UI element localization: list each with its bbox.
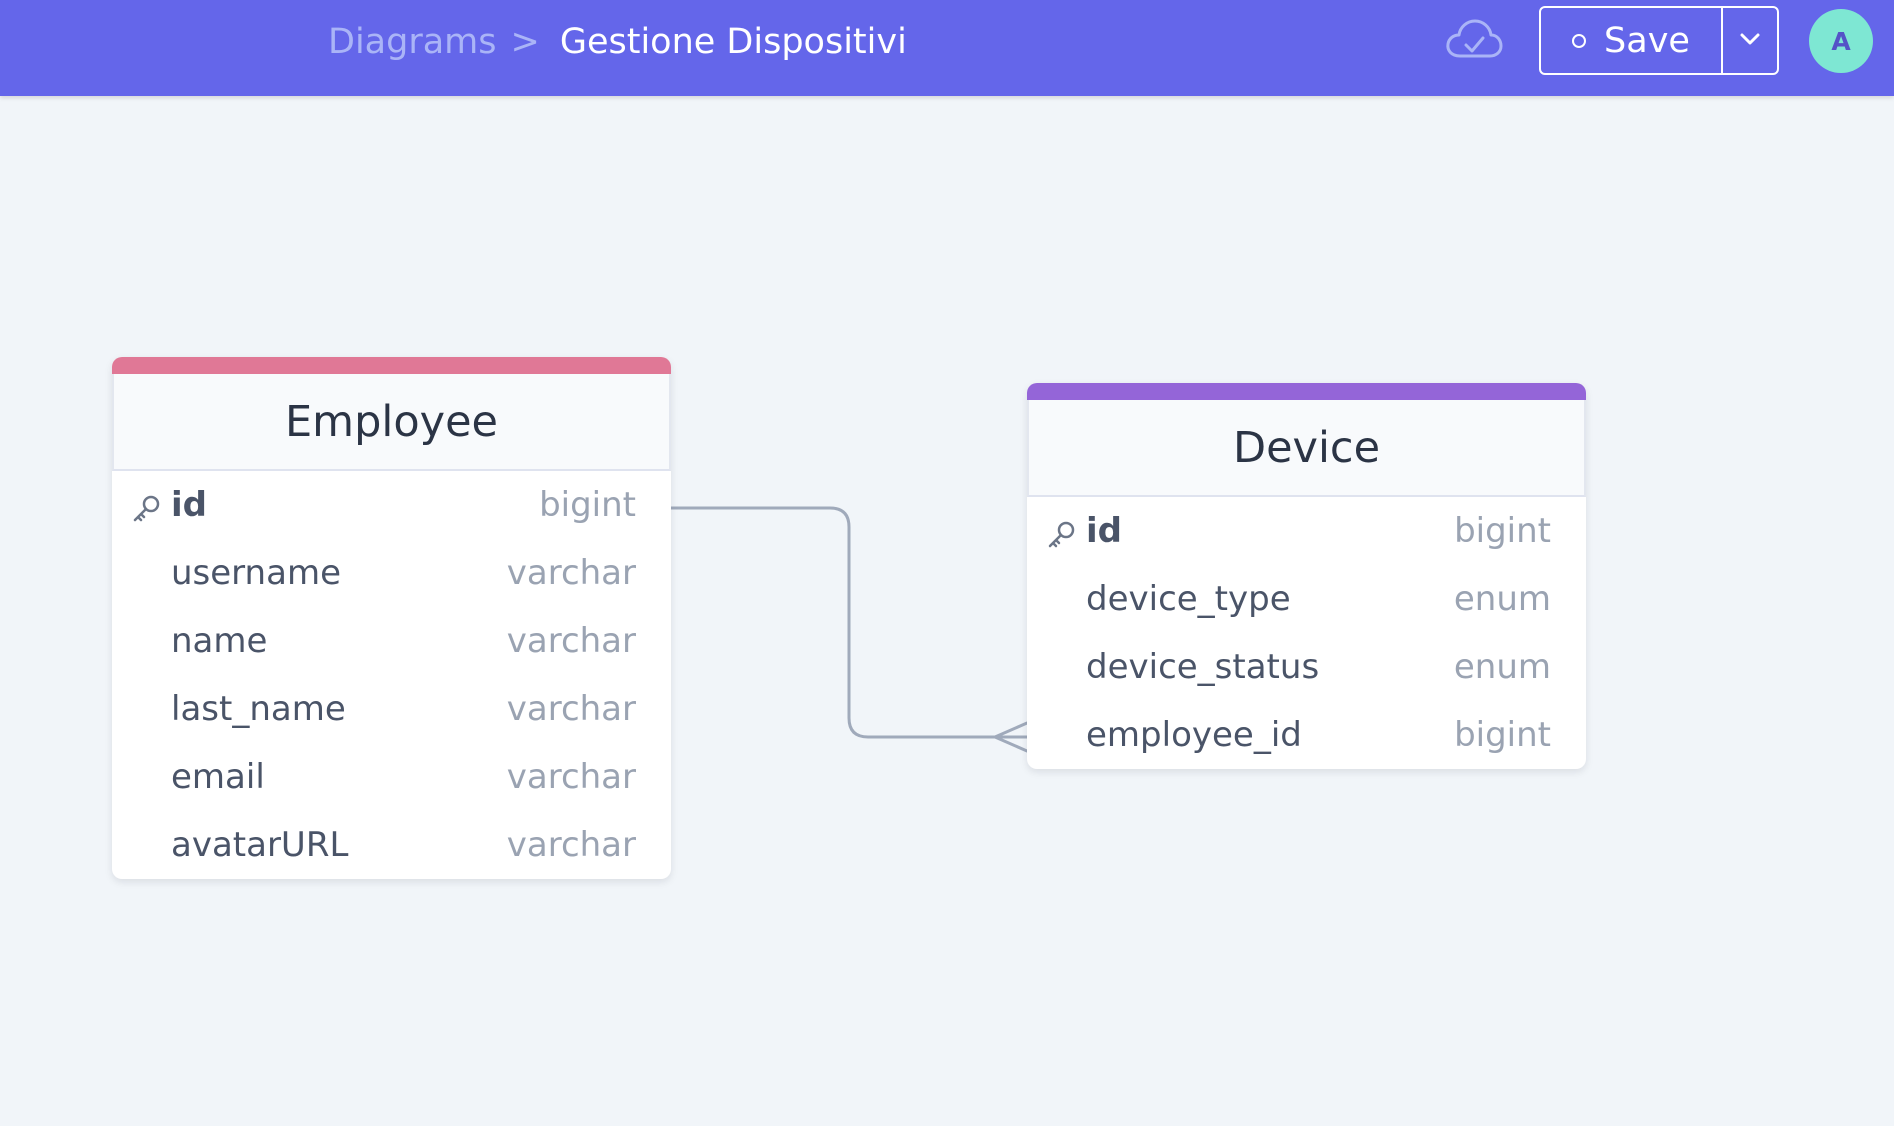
table-employee[interactable]: Employee id bigint username varchar name… — [112, 357, 671, 879]
field-type: varchar — [506, 553, 636, 593]
field-type: enum — [1453, 579, 1551, 619]
key-icon — [130, 493, 162, 525]
field-name: email — [171, 757, 265, 797]
field-name: device_status — [1086, 647, 1320, 687]
field-row-employee-id[interactable]: employee_id bigint — [1027, 701, 1586, 769]
field-row-email[interactable]: email varchar — [112, 743, 671, 811]
field-name: last_name — [171, 689, 346, 729]
breadcrumb: Diagrams > Gestione Dispositivi — [328, 20, 907, 64]
top-bar: Diagrams > Gestione Dispositivi Save A — [0, 0, 1894, 96]
field-list: id bigint device_type enum device_status… — [1027, 497, 1586, 769]
field-type: varchar — [506, 689, 636, 729]
field-type: varchar — [506, 621, 636, 661]
save-options-dropdown[interactable] — [1721, 8, 1777, 73]
avatar[interactable]: A — [1809, 9, 1873, 73]
chevron-down-icon — [1738, 31, 1762, 51]
field-row-device-type[interactable]: device_type enum — [1027, 565, 1586, 633]
field-row-device-status[interactable]: device_status enum — [1027, 633, 1586, 701]
field-name: device_type — [1086, 579, 1291, 619]
table-title[interactable]: Employee — [112, 374, 671, 471]
field-name: name — [171, 621, 268, 661]
breadcrumb-separator: > — [510, 22, 540, 62]
save-button-group: Save — [1539, 6, 1779, 75]
field-row-id[interactable]: id bigint — [1027, 497, 1586, 565]
field-list: id bigint username varchar name varchar … — [112, 471, 671, 879]
field-name: id — [171, 485, 207, 525]
table-name: Employee — [285, 396, 498, 447]
field-type: enum — [1453, 647, 1551, 687]
cloud-check-icon — [1444, 16, 1504, 66]
diagram-title[interactable]: Gestione Dispositivi — [559, 22, 907, 62]
field-row-last-name[interactable]: last_name varchar — [112, 675, 671, 743]
table-title[interactable]: Device — [1027, 400, 1586, 497]
table-name: Device — [1232, 422, 1381, 473]
breadcrumb-diagrams-link[interactable]: Diagrams — [328, 22, 497, 62]
field-type: bigint — [539, 485, 636, 525]
table-device[interactable]: Device id bigint device_type enum device… — [1027, 383, 1586, 769]
field-row-avatar-url[interactable]: avatarURL varchar — [112, 811, 671, 879]
field-name: id — [1086, 511, 1122, 551]
field-row-username[interactable]: username varchar — [112, 539, 671, 607]
key-icon — [1045, 519, 1077, 551]
field-type: bigint — [1454, 511, 1551, 551]
field-row-id[interactable]: id bigint — [112, 471, 671, 539]
field-row-name[interactable]: name varchar — [112, 607, 671, 675]
avatar-initial: A — [1831, 26, 1851, 56]
table-color-bar — [1027, 383, 1586, 400]
save-button[interactable]: Save — [1541, 8, 1721, 73]
field-type: bigint — [1454, 715, 1551, 755]
unsaved-indicator-icon — [1572, 33, 1587, 48]
field-type: varchar — [506, 757, 636, 797]
save-button-label: Save — [1604, 20, 1690, 61]
field-name: username — [171, 553, 341, 593]
field-name: employee_id — [1086, 715, 1302, 755]
field-type: varchar — [506, 825, 636, 865]
field-name: avatarURL — [171, 825, 349, 865]
table-color-bar — [112, 357, 671, 374]
